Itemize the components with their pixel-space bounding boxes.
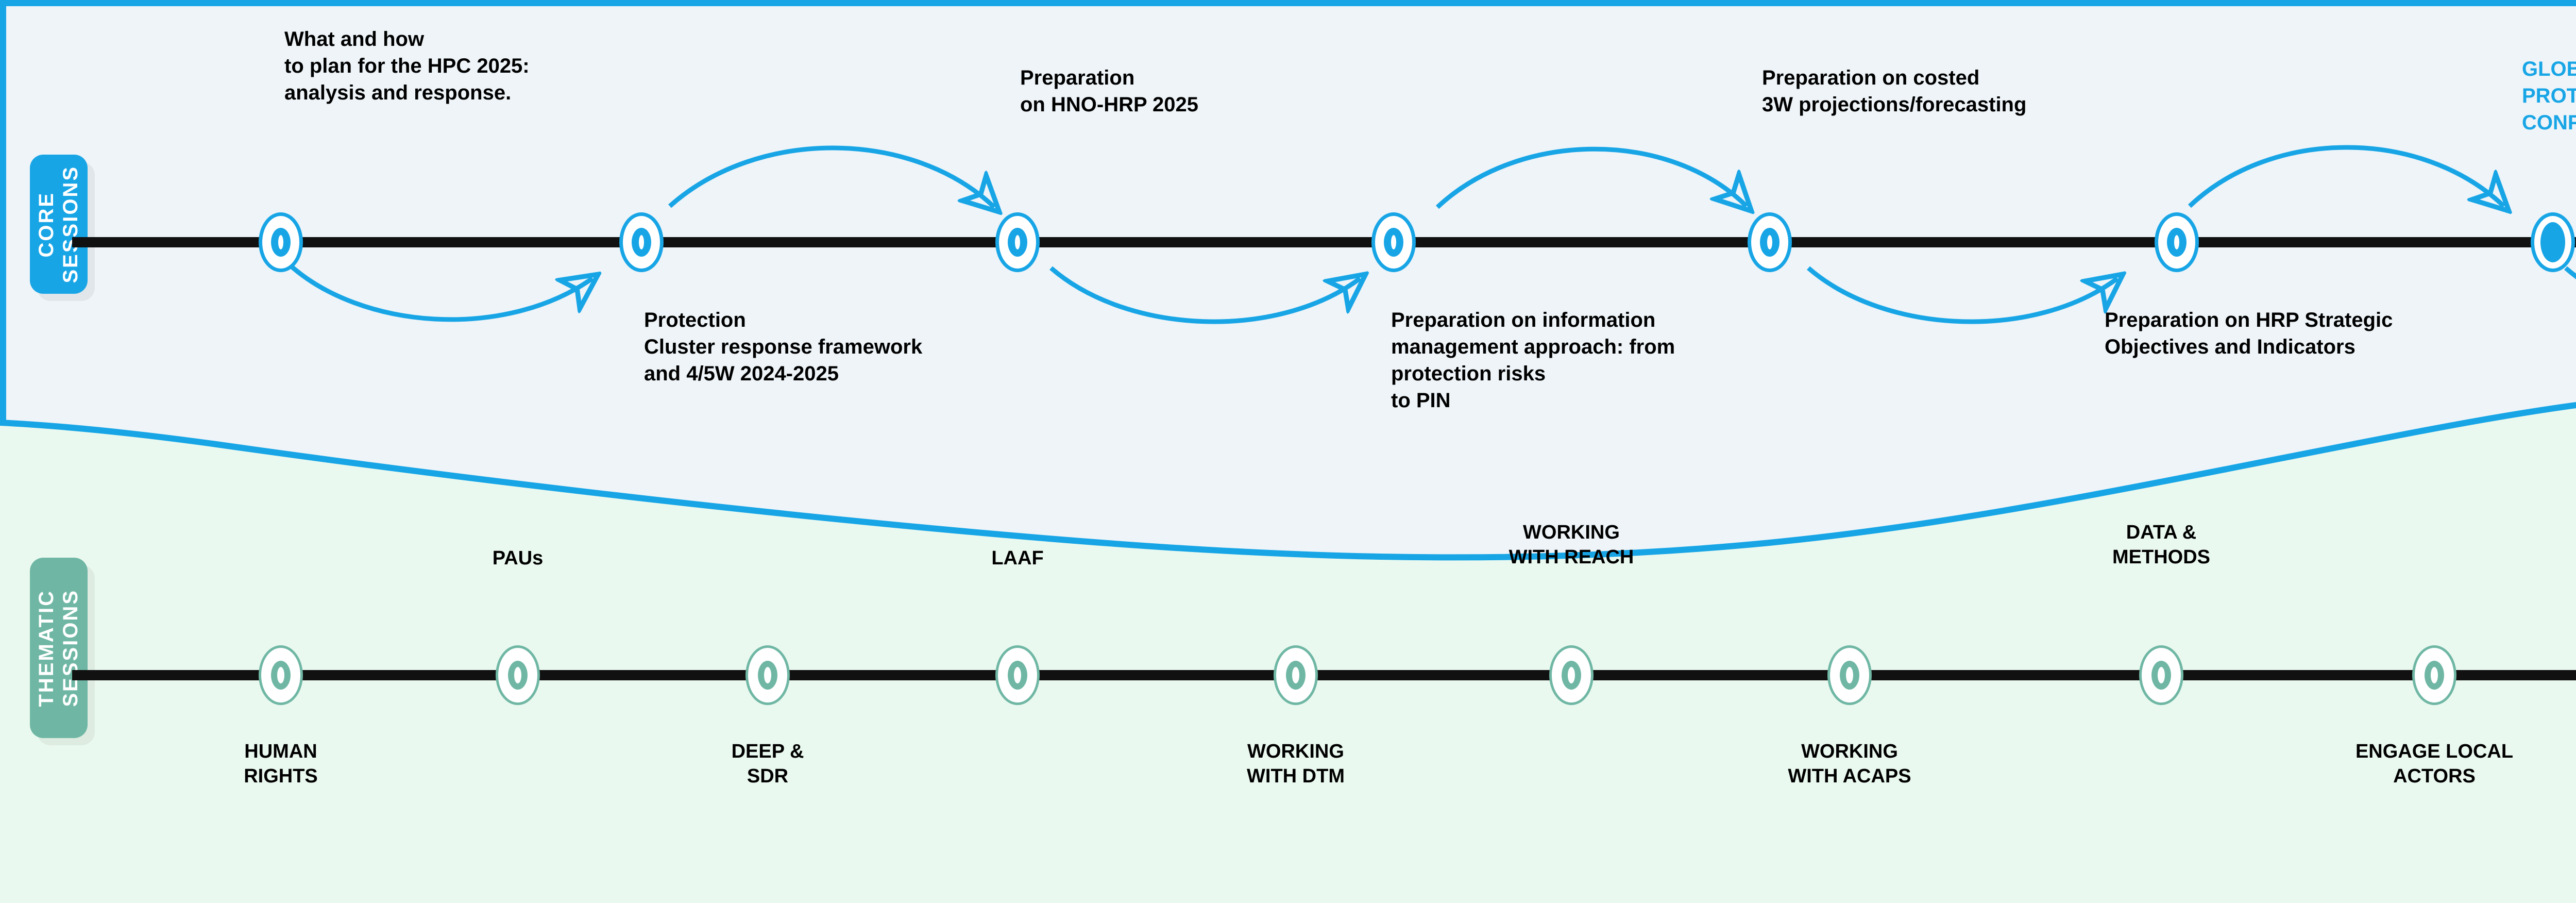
ring-node-icon [271,228,291,257]
core-sessions-pill-label: CORE SESSIONS [35,165,82,283]
thematic-label-2: PAUs [492,547,544,569]
ring-node-icon [758,661,777,690]
core-node-5[interactable] [1748,212,1792,272]
ring-node-icon [2151,661,2171,690]
thematic-label-8: DATA & METHODS [2112,522,2210,568]
ring-node-icon [632,228,651,257]
ring-node-icon [2167,228,2187,257]
thematic-node-6[interactable] [1549,645,1594,705]
core-node-3[interactable] [995,212,1040,272]
ring-node-icon [508,661,528,690]
core-label-7: GLOBAL PROTECTION CONFERENCE [2522,58,2576,134]
thematic-node-7[interactable] [1827,645,1872,705]
core-label-5: Preparation on costed 3W projections/for… [1762,66,2027,116]
ring-node-icon [1008,661,1027,690]
thematic-label-6: WORKING WITH REACH [1509,522,1634,568]
thematic-label-4: LAAF [991,547,1044,569]
thematic-node-4[interactable] [995,645,1040,705]
thematic-timeline-rail [72,670,2576,680]
thematic-node-5[interactable] [1274,645,1318,705]
core-node-6[interactable] [2155,212,2199,272]
ring-node-icon [1840,661,1859,690]
core-sessions-pill[interactable]: CORE SESSIONS [30,155,88,294]
thematic-node-3[interactable] [745,645,790,705]
core-label-4: Preparation on information management ap… [1391,309,1675,412]
core-node-1[interactable] [259,212,303,272]
thematic-sessions-pill-label: THEMATIC SESSIONS [35,589,82,707]
core-node-7[interactable] [2531,212,2575,272]
thematic-label-5: WORKING WITH DTM [1247,741,1345,787]
thematic-label-7: WORKING WITH ACAPS [1788,741,1911,787]
thematic-sessions-pill[interactable]: THEMATIC SESSIONS [30,558,88,738]
thematic-node-9[interactable] [2412,645,2456,705]
ring-node-icon [1008,228,1027,257]
core-node-4[interactable] [1371,212,1416,272]
core-timeline-rail [72,237,2576,247]
core-label-2: Protection Cluster response framework an… [644,309,923,385]
core-label-1: What and how to plan for the HPC 2025: a… [284,28,530,104]
thematic-node-2[interactable] [496,645,540,705]
ring-node-icon [271,661,291,690]
thematic-node-8[interactable] [2139,645,2183,705]
thematic-node-1[interactable] [259,645,303,705]
ring-node-icon [2425,661,2444,690]
ring-node-icon [1562,661,1581,690]
thematic-label-3: DEEP & SDR [731,741,804,787]
wave-divider-icon [0,402,2576,561]
thematic-label-1: HUMAN RIGHTS [244,741,318,787]
ring-node-icon [1384,228,1403,257]
core-node-2[interactable] [619,212,664,272]
ring-node-icon [2540,222,2565,262]
core-label-6: Preparation on HRP Strategic Objectives … [2105,309,2393,358]
ring-node-icon [1760,228,1780,257]
thematic-label-9: ENGAGE LOCAL ACTORS [2355,741,2514,787]
core-label-3: Preparation on HNO-HRP 2025 [1020,66,1199,116]
ring-node-icon [1286,661,1306,690]
